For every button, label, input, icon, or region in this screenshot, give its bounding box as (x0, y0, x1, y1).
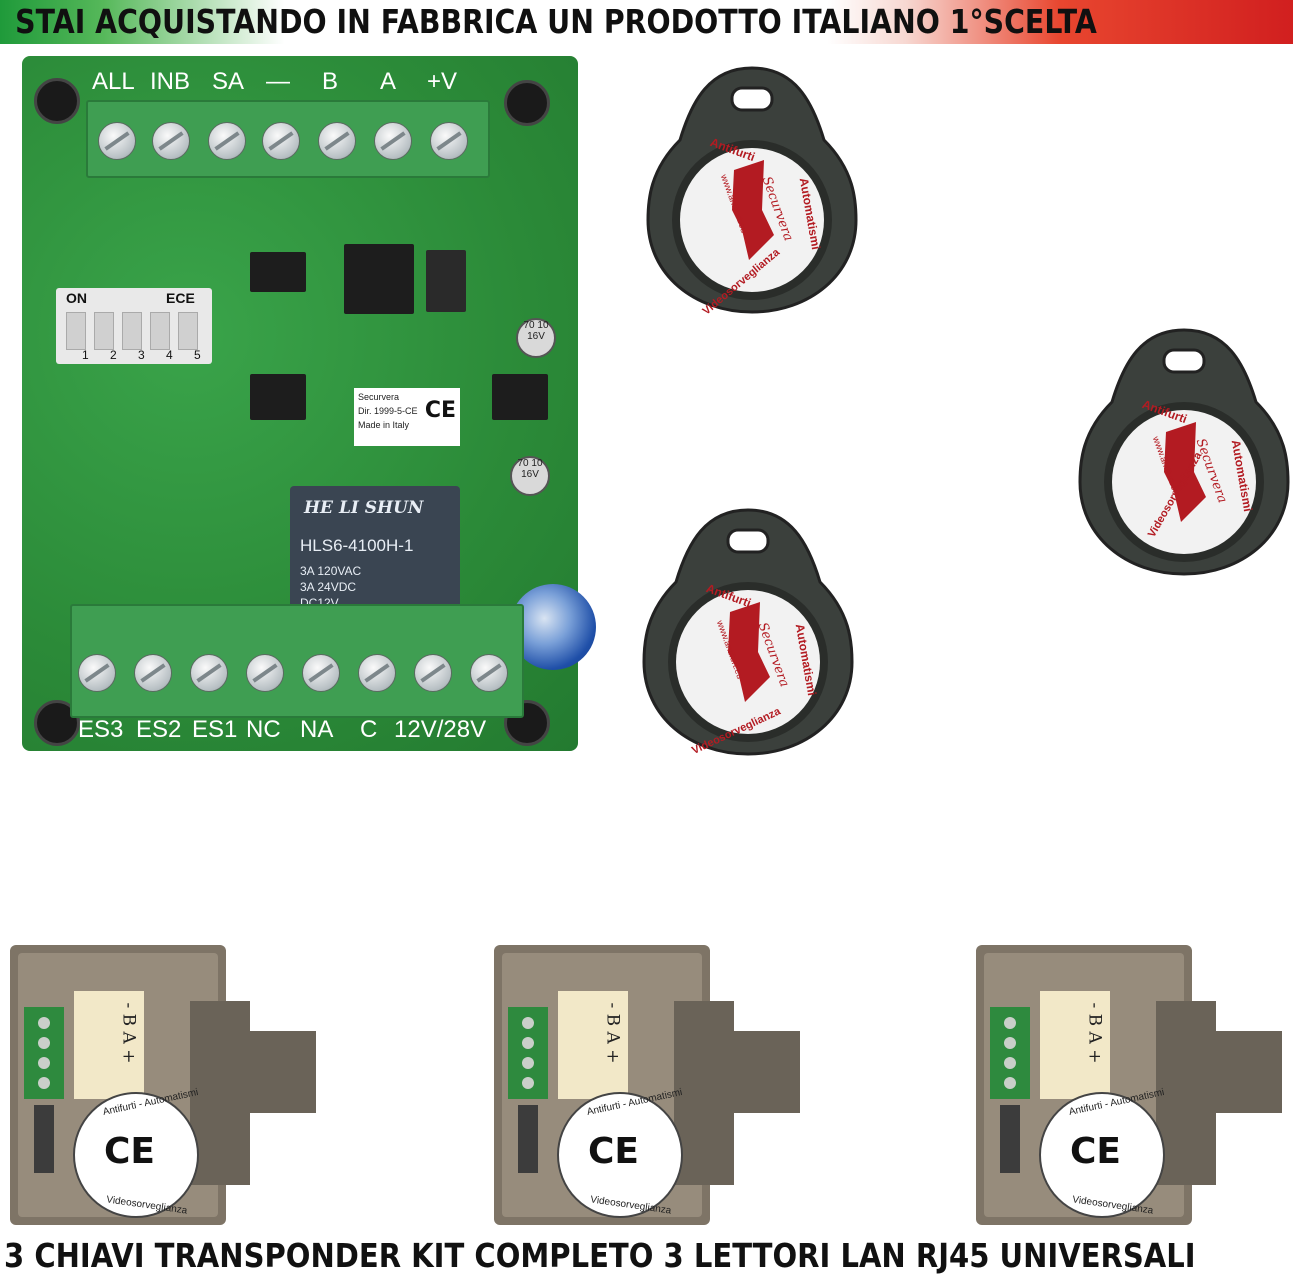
terminal-label-es1: ES1 (192, 716, 238, 743)
mounting-hole (504, 80, 550, 126)
dip-number: 1 (82, 348, 89, 362)
dip-lever (94, 312, 114, 350)
terminal-label-c: C (360, 716, 378, 743)
ce-label: Securvera Dir. 1999-5-CE Made in Italy C… (354, 388, 460, 446)
ce-mark: CE (1070, 1131, 1122, 1172)
push-button (426, 250, 466, 312)
screw (98, 122, 136, 160)
terminal-label-all: ALL (92, 68, 135, 95)
screw (262, 122, 300, 160)
relay: HE LI SHUN HLS6-4100H-1 3A 120VAC 3A 24V… (290, 486, 460, 626)
reader-pin-label: - B A + (118, 1002, 139, 1064)
screw (430, 122, 468, 160)
dip-number: 4 (166, 348, 173, 362)
screw (318, 122, 356, 160)
electrolytic-capacitor (510, 584, 596, 670)
footer-caption: 3 CHIAVI TRANSPONDER KIT COMPLETO 3 LETT… (4, 1236, 1196, 1275)
screw (470, 654, 508, 692)
ce-mark: CE (104, 1131, 156, 1172)
microcontroller (344, 244, 414, 314)
italian-flag-banner: STAI ACQUISTANDO IN FABBRICA UN PRODOTTO… (0, 0, 1293, 44)
terminal-label-sa: SA (212, 68, 245, 95)
reader-body (494, 945, 800, 1225)
dip-lever (122, 312, 142, 350)
rj45-reader: - B A + CE Antifurti - Automatismi Video… (494, 945, 824, 1225)
screw (358, 654, 396, 692)
transponder-key-fob (646, 66, 858, 314)
reader-pin-label: - B A + (1084, 1002, 1105, 1064)
ce-mark: CE (588, 1131, 640, 1172)
banner-text: STAI ACQUISTANDO IN FABBRICA UN PRODOTTO… (15, 2, 1097, 41)
terminal-label-b: B (322, 68, 339, 95)
dip-number: 5 (194, 348, 201, 362)
reader-pin-label: - B A + (602, 1002, 623, 1064)
terminal-label-inb: INB (150, 68, 191, 95)
capacitor-small: 70 10 16V (516, 318, 556, 358)
ic-chip (250, 374, 306, 420)
terminal-label-12v-28v: 12V/28V (394, 716, 487, 743)
rj45-reader: - B A + CE Antifurti - Automatismi Video… (976, 945, 1293, 1225)
reader-body (976, 945, 1282, 1225)
circuit-board: ALL INB SA — B A +V ON ECE 1 2 3 4 5 Sec… (22, 56, 596, 751)
transponder-key-fob (1078, 328, 1290, 576)
screw (374, 122, 412, 160)
terminal-label-nc: NC (246, 716, 281, 743)
ce-mark: CE (424, 398, 456, 423)
transponder-key-fob (642, 508, 854, 756)
capacitor-small: 70 10 16V (510, 456, 550, 496)
dip-switch: ON ECE (56, 288, 212, 364)
dip-number: 3 (138, 348, 145, 362)
screw (78, 654, 116, 692)
ic-chip (250, 252, 306, 292)
dip-lever (66, 312, 86, 350)
terminal-label-plus-v: +V (427, 68, 458, 95)
terminal-label-minus: — (266, 68, 290, 95)
dip-lever (150, 312, 170, 350)
reader-body (10, 945, 316, 1225)
screw (134, 654, 172, 692)
screw (208, 122, 246, 160)
rj45-reader: - B A + CE Antifurti - Automatismi Video… (10, 945, 340, 1225)
screw (302, 654, 340, 692)
ic-chip (492, 374, 548, 420)
terminal-label-es3: ES3 (78, 716, 124, 743)
terminal-label-na: NA (300, 716, 334, 743)
terminal-label-es2: ES2 (136, 716, 182, 743)
screw (414, 654, 452, 692)
mounting-hole (34, 78, 80, 124)
screw (190, 654, 228, 692)
terminal-label-a: A (380, 68, 397, 95)
screw (246, 654, 284, 692)
screw (152, 122, 190, 160)
dip-number: 2 (110, 348, 117, 362)
dip-lever (178, 312, 198, 350)
